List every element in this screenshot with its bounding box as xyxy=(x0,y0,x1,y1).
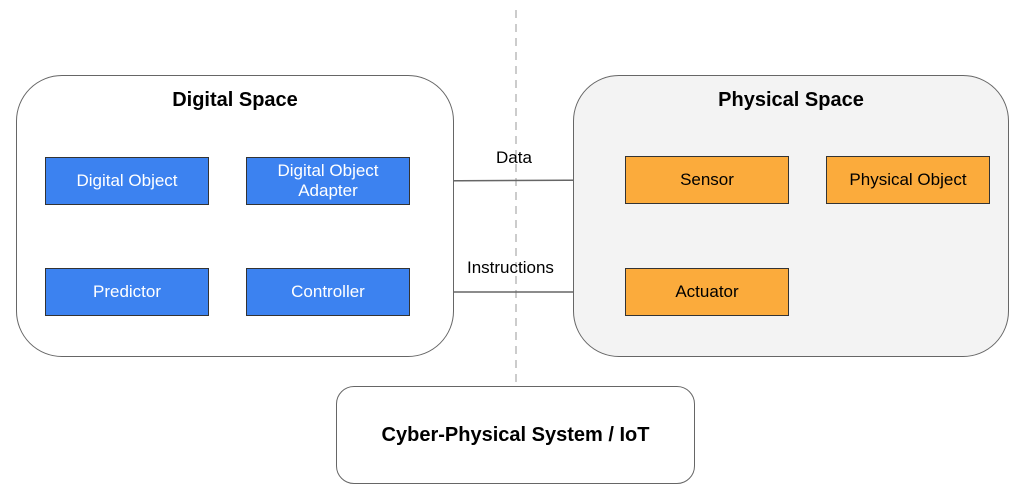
digital-object-node: Digital Object xyxy=(45,157,209,205)
digital-object-adapter-label: Digital Object Adapter xyxy=(277,161,379,200)
digital-object-label: Digital Object xyxy=(76,171,178,190)
instructions-edge-label: Instructions xyxy=(467,258,554,277)
digital-object-adapter-node: Digital Object Adapter xyxy=(246,157,410,205)
controller-node: Controller xyxy=(246,268,410,316)
sensor-label: Sensor xyxy=(680,170,734,189)
cyber-physical-system-label: Cyber-Physical System / IoT xyxy=(381,423,650,446)
physical-object-node: Physical Object xyxy=(826,156,990,204)
cyber-physical-system-box: Cyber-Physical System / IoT xyxy=(336,386,695,484)
digital-space-title: Digital Space xyxy=(172,89,298,111)
predictor-node: Predictor xyxy=(45,268,209,316)
controller-label: Controller xyxy=(291,282,365,301)
physical-object-label: Physical Object xyxy=(849,170,967,189)
physical-space-title: Physical Space xyxy=(718,89,864,111)
data-edge-label: Data xyxy=(496,148,532,167)
sensor-node: Sensor xyxy=(625,156,789,204)
predictor-label: Predictor xyxy=(92,282,162,301)
actuator-label: Actuator xyxy=(675,282,739,301)
actuator-node: Actuator xyxy=(625,268,789,316)
